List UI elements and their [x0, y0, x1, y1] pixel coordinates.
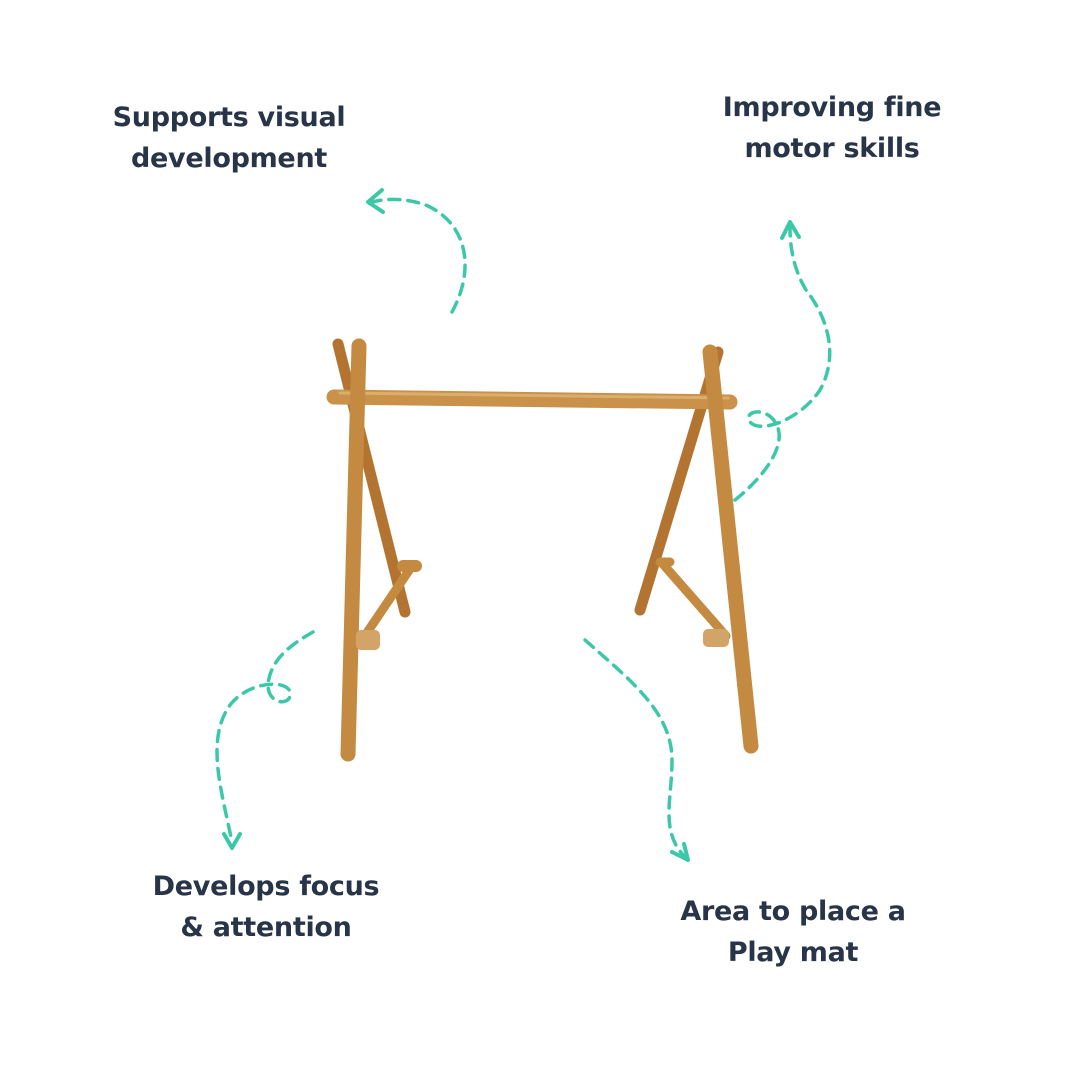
- feature-label-playmat: Area to place a Play mat: [643, 891, 943, 973]
- feature-text: Improving fine: [722, 92, 942, 123]
- dashed-arrows: [215, 197, 832, 858]
- feature-text: Area to place a: [680, 896, 906, 927]
- arrowheads: [222, 188, 801, 862]
- feature-label-focus: Develops focus & attention: [116, 866, 416, 948]
- wooden-play-gym-icon: [326, 338, 759, 762]
- arrow-playmat: [583, 638, 686, 858]
- feature-text: Play mat: [727, 937, 859, 968]
- arrow-focus: [215, 630, 315, 844]
- feature-label-visual: Supports visual development: [79, 97, 379, 179]
- feature-text: development: [131, 143, 327, 174]
- feature-text: Develops focus: [152, 871, 380, 902]
- feature-label-motor: Improving fine motor skills: [682, 87, 982, 169]
- feature-text: Supports visual: [112, 102, 346, 133]
- arrow-motor: [733, 226, 832, 502]
- arrow-visual: [370, 197, 467, 314]
- feature-text: motor skills: [744, 133, 920, 164]
- feature-text: & attention: [180, 912, 352, 943]
